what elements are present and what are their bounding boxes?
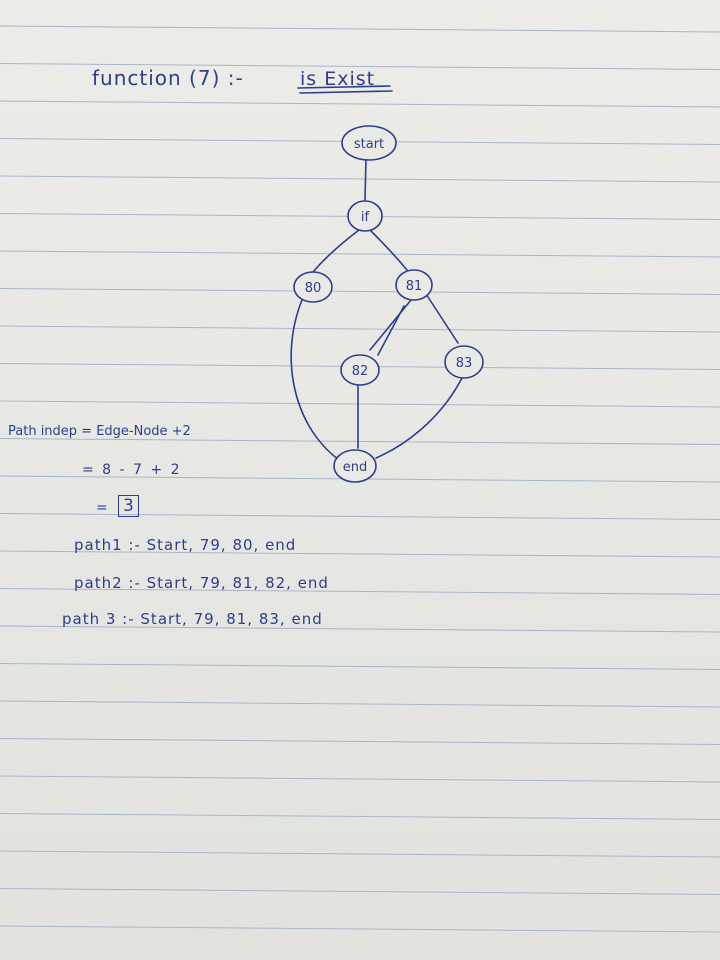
ruled-line bbox=[0, 400, 720, 408]
node-81 bbox=[395, 269, 433, 301]
edge-81-82-second bbox=[377, 305, 405, 356]
ruled-line bbox=[0, 100, 720, 108]
ruled-line bbox=[0, 25, 720, 33]
ruled-line bbox=[0, 550, 720, 558]
node-82-label: 82 bbox=[352, 364, 369, 379]
node-if bbox=[347, 200, 383, 232]
node-80 bbox=[293, 271, 333, 303]
formula-result-equals: = bbox=[96, 500, 108, 516]
edge-81-83 bbox=[425, 293, 459, 344]
path-1: path1 :- Start, 79, 80, end bbox=[74, 536, 297, 554]
ruled-line bbox=[0, 775, 720, 783]
node-end bbox=[333, 449, 377, 483]
node-83-label: 83 bbox=[456, 356, 473, 371]
ruled-line bbox=[0, 175, 720, 183]
node-if-label: if bbox=[361, 210, 370, 225]
ruled-line bbox=[0, 850, 720, 858]
node-start bbox=[341, 125, 397, 161]
path-3: path 3 :- Start, 79, 81, 83, end bbox=[62, 610, 323, 628]
path-2: path2 :- Start, 79, 81, 82, end bbox=[74, 574, 329, 592]
ruled-line bbox=[0, 888, 720, 895]
function-name: is Exist bbox=[300, 68, 376, 90]
ruled-line bbox=[0, 925, 720, 933]
ruled-line bbox=[0, 513, 720, 520]
function-title: function (7) :- bbox=[92, 66, 244, 90]
node-end-label: end bbox=[343, 460, 368, 475]
ruled-line bbox=[0, 738, 720, 745]
ruled-line bbox=[0, 588, 720, 595]
ruled-line bbox=[0, 250, 720, 258]
node-start-label: start bbox=[354, 137, 384, 152]
ruled-line bbox=[0, 438, 720, 445]
formula-result-box: 3 bbox=[118, 495, 139, 517]
edge-underline-1 bbox=[297, 85, 391, 89]
ruled-line bbox=[0, 625, 720, 633]
formula-equation: Path indep = Edge-Node +2 bbox=[8, 424, 191, 439]
ruled-line bbox=[0, 288, 720, 295]
ruled-line bbox=[0, 813, 720, 820]
node-81-label: 81 bbox=[406, 279, 423, 294]
ruled-line bbox=[0, 63, 720, 70]
formula-calculation: = 8 - 7 + 2 bbox=[82, 462, 182, 478]
ruled-line bbox=[0, 663, 720, 670]
node-83 bbox=[444, 345, 484, 379]
edge-start-if bbox=[364, 157, 367, 201]
graph-edges bbox=[290, 85, 463, 463]
ruled-line bbox=[0, 700, 720, 708]
edge-if-81 bbox=[370, 230, 408, 271]
node-82 bbox=[340, 354, 380, 386]
edge-81-82 bbox=[369, 299, 412, 351]
edge-80-end bbox=[290, 299, 343, 463]
edge-83-end bbox=[375, 377, 463, 459]
edge-underline-2 bbox=[299, 90, 393, 94]
edge-if-80 bbox=[312, 229, 360, 273]
ruled-line bbox=[0, 325, 720, 333]
node-80-label: 80 bbox=[305, 281, 322, 296]
